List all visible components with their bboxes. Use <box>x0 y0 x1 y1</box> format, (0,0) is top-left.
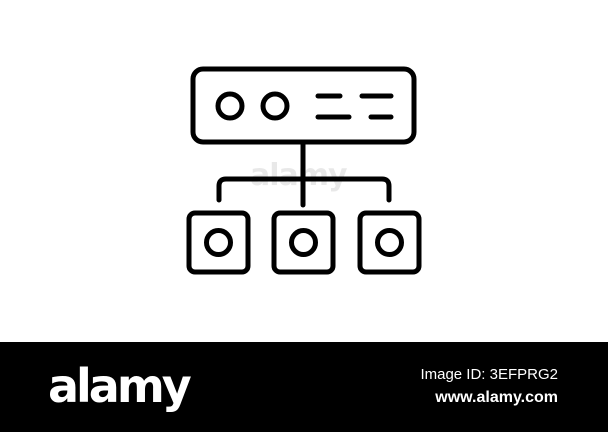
node-port-center <box>289 228 318 257</box>
node-box-center <box>271 210 336 275</box>
server-led-left <box>215 91 245 121</box>
branch-line <box>216 176 392 203</box>
footer-bar: alamy Image ID: 3EFPRG2 www.alamy.com <box>0 342 608 432</box>
server-led-right <box>260 91 290 121</box>
image-id-label: Image ID: 3EFPRG2 <box>420 366 558 383</box>
node-box-left <box>186 210 251 275</box>
node-port-left <box>204 228 233 257</box>
server-box <box>190 66 417 145</box>
brand-logo: alamy <box>48 359 192 413</box>
node-box-right <box>357 210 422 275</box>
node-port-right <box>375 228 404 257</box>
icon-canvas <box>186 66 422 275</box>
server-network-hierarchy-icon <box>186 66 422 275</box>
site-url-link[interactable]: www.alamy.com <box>435 389 558 406</box>
